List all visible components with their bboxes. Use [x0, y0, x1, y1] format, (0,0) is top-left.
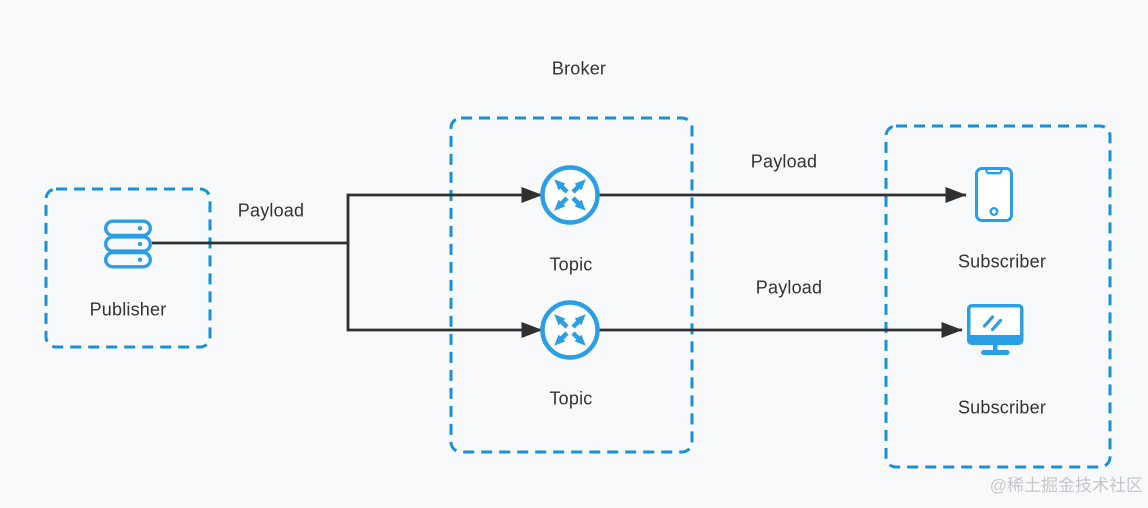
publisher-label: Publisher [89, 299, 167, 320]
payload-label-publisher: Payload [237, 200, 305, 221]
smartphone-icon [975, 167, 1013, 222]
topic1-label: Topic [549, 254, 593, 275]
subscriber-box [884, 124, 1112, 469]
subscriber1-label: Subscriber [957, 251, 1047, 272]
topic2-label: Topic [549, 388, 593, 409]
broadcast-route-icon [540, 300, 600, 360]
server-stack-icon [104, 219, 152, 269]
subscriber2-label: Subscriber [957, 397, 1047, 418]
monitor-icon [967, 304, 1024, 355]
broker-box [449, 116, 694, 454]
juejin-watermark: @稀土掘金技术社区 [989, 476, 1143, 495]
payload-label-topic1: Payload [750, 151, 818, 172]
broker-label: Broker [551, 58, 607, 79]
topic2-node [540, 300, 600, 360]
payload-label-topic2: Payload [755, 277, 823, 298]
publisher-box [44, 187, 212, 349]
broadcast-route-icon [540, 165, 600, 225]
topic1-node [540, 165, 600, 225]
